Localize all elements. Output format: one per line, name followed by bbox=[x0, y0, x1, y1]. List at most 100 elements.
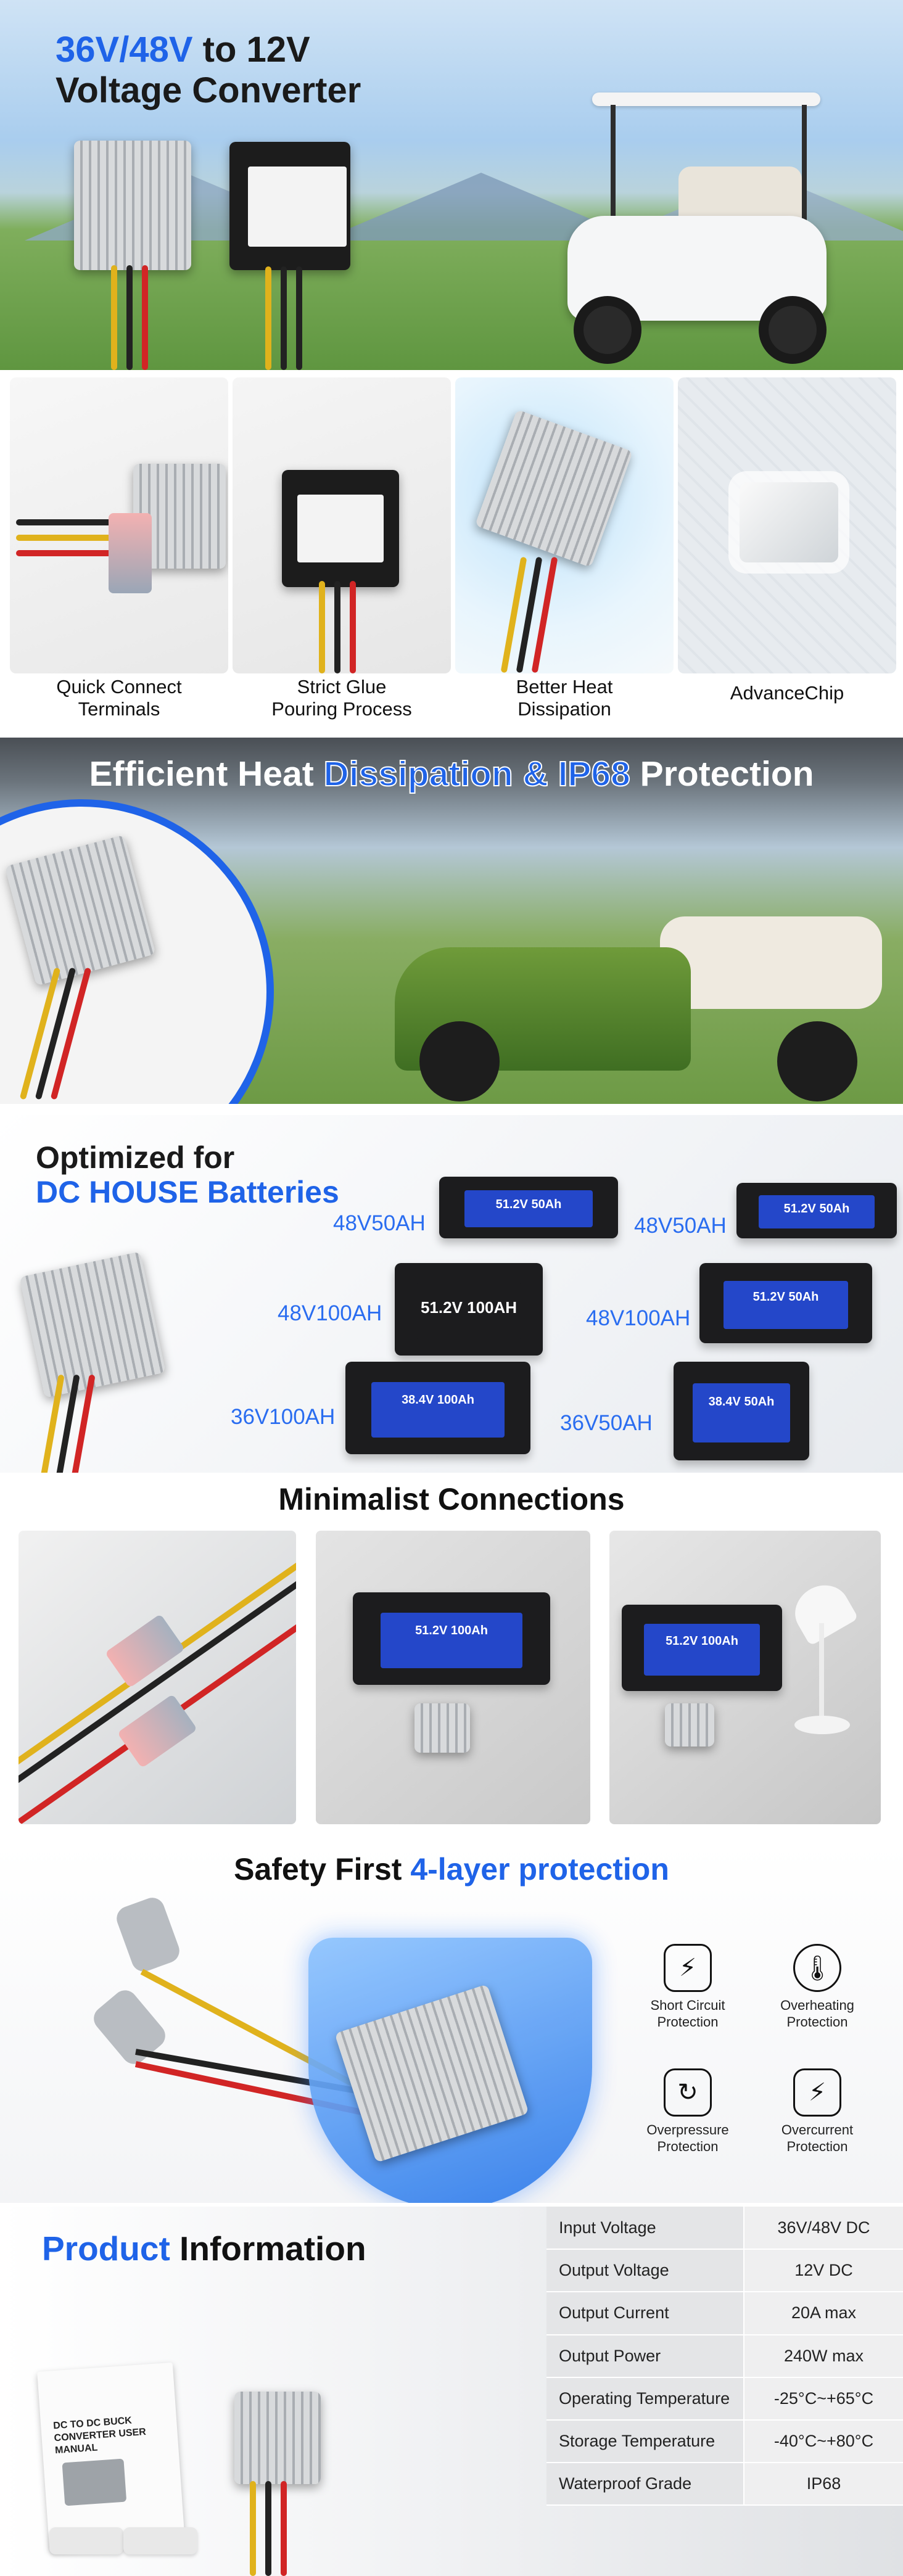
feature-label: Quick Connect Terminals bbox=[56, 676, 182, 720]
product-headline: Product Information bbox=[42, 2229, 366, 2268]
golf-cart-image bbox=[555, 93, 851, 370]
feature-label: Better Heat Dissipation bbox=[516, 676, 613, 720]
battery-image: 51.2V 100Ah bbox=[353, 1592, 550, 1685]
protection-headline: Safety First 4-layer protection bbox=[234, 1852, 669, 1887]
table-row: Output Voltage 12V DC bbox=[546, 2249, 903, 2293]
mounting-bracket-image bbox=[123, 2527, 197, 2554]
connection-panel-battery: 51.2V 100Ah bbox=[316, 1531, 590, 1824]
battery-image: 51.2V 100AH bbox=[395, 1263, 543, 1356]
connector-plug-image bbox=[113, 1894, 183, 1975]
silver-converter-image bbox=[414, 1703, 470, 1753]
yellow-wire bbox=[250, 2481, 256, 2576]
battery-label: 48V50AH bbox=[333, 1211, 426, 1235]
yellow-wire bbox=[111, 265, 117, 370]
protection-overcurrent: ⚡ Overcurrent Protection bbox=[746, 2068, 888, 2155]
short-circuit-icon: ⚡ bbox=[664, 1944, 712, 1992]
hero-title-line2: Voltage Converter bbox=[56, 70, 361, 110]
cart-pole bbox=[611, 105, 616, 228]
heat-dissipation-section: Efficient Heat Dissipation & IP68 Protec… bbox=[0, 738, 903, 1104]
hero-title-rest: to 12V bbox=[192, 30, 310, 70]
overpressure-icon: ↻ bbox=[664, 2068, 712, 2117]
chip-image bbox=[740, 482, 838, 562]
yellow-wire bbox=[319, 581, 325, 673]
battery-label: 48V50AH bbox=[634, 1214, 727, 1238]
black-wire bbox=[334, 581, 340, 673]
battery-image: 38.4V 100Ah bbox=[345, 1362, 530, 1454]
connections-section: Minimalist Connections 51.2V 100Ah 51.2V… bbox=[0, 1475, 903, 1845]
feature-label: Strict Glue Pouring Process bbox=[271, 676, 412, 720]
red-wire bbox=[350, 581, 356, 673]
battery-label: 48V100AH bbox=[586, 1306, 691, 1330]
quick-connector-image bbox=[109, 513, 152, 593]
table-row: Output Current 20A max bbox=[546, 2292, 903, 2335]
overheating-icon: 🌡 bbox=[793, 1944, 841, 1992]
converter-label-plate bbox=[248, 167, 347, 247]
cart-wheel bbox=[419, 1021, 500, 1101]
battery-image: 51.2V 50Ah bbox=[736, 1183, 897, 1238]
heat-headline: Efficient Heat Dissipation & IP68 Protec… bbox=[89, 754, 814, 794]
black-wire bbox=[16, 519, 115, 525]
protection-overheating: 🌡 Overheating Protection bbox=[746, 1944, 888, 2030]
black-wire bbox=[126, 265, 133, 370]
red-wire bbox=[142, 265, 148, 370]
red-wire bbox=[281, 2481, 287, 2576]
hero-banner: 36V/48V to 12V Voltage Converter bbox=[0, 0, 903, 370]
batteries-heading-accent: DC HOUSE Batteries bbox=[36, 1175, 339, 1209]
product-info-section: Product Information DC TO DC BUCK CONVER… bbox=[0, 2207, 903, 2576]
user-manual-image: DC TO DC BUCK CONVERTER USER MANUAL bbox=[37, 2362, 185, 2551]
cart-roof bbox=[592, 93, 820, 106]
silver-converter-image bbox=[665, 1703, 714, 1747]
features-section: Quick Connect Terminals Strict Glue Pour… bbox=[0, 377, 903, 733]
mounting-bracket-image bbox=[49, 2527, 123, 2554]
hero-title-accent: 36V/48V bbox=[56, 30, 193, 70]
protection-short-circuit: ⚡ Short Circuit Protection bbox=[617, 1944, 759, 2030]
cart-seat bbox=[660, 916, 882, 1009]
cart-wheel bbox=[777, 1021, 857, 1101]
quick-connector-image bbox=[104, 1613, 186, 1689]
table-row: Storage Temperature -40°C~+80°C bbox=[546, 2419, 903, 2464]
red-wire bbox=[16, 550, 115, 556]
feature-label: AdvanceChip bbox=[730, 682, 844, 704]
black-wire bbox=[296, 266, 302, 370]
connections-headline: Minimalist Connections bbox=[278, 1482, 625, 1516]
lamp-base bbox=[794, 1716, 850, 1734]
batteries-heading: Optimized for bbox=[36, 1140, 235, 1175]
connection-panel-lamp: 51.2V 100Ah bbox=[609, 1531, 881, 1824]
yellow-wire bbox=[16, 535, 115, 541]
black-converter-image bbox=[282, 470, 399, 587]
battery-image: 51.2V 50Ah bbox=[699, 1263, 872, 1343]
feature-card-chip bbox=[678, 377, 896, 673]
converter-thumbnail bbox=[62, 2458, 127, 2506]
battery-label: 36V50AH bbox=[560, 1411, 653, 1435]
connection-panel-connectors bbox=[19, 1531, 296, 1824]
battery-label: 36V100AH bbox=[231, 1405, 336, 1429]
silver-converter-image bbox=[474, 409, 633, 568]
cart-pole bbox=[802, 105, 807, 228]
black-converter-image bbox=[229, 142, 350, 270]
cart-wheel bbox=[759, 296, 827, 364]
feature-card-terminals bbox=[10, 377, 228, 673]
table-row: Input Voltage 36V/48V DC bbox=[546, 2207, 903, 2250]
overcurrent-icon: ⚡ bbox=[793, 2068, 841, 2117]
table-row: Waterproof Grade IP68 bbox=[546, 2463, 903, 2506]
lamp-arm bbox=[819, 1623, 824, 1722]
green-golf-cart-image bbox=[395, 873, 901, 1101]
batteries-section: Optimized for DC HOUSE Batteries 51.2V 5… bbox=[0, 1115, 903, 1473]
silver-converter-image bbox=[234, 2392, 321, 2484]
spec-table: Input Voltage 36V/48V DC Output Voltage … bbox=[546, 2207, 903, 2506]
protection-section: Safety First 4-layer protection ⚡ Short … bbox=[0, 1845, 903, 2203]
yellow-wire bbox=[265, 266, 271, 370]
table-row: Output Power 240W max bbox=[546, 2334, 903, 2378]
table-row: Operating Temperature -25°C~+65°C bbox=[546, 2377, 903, 2421]
battery-image: 51.2V 50Ah bbox=[439, 1177, 618, 1238]
battery-image: 51.2V 100Ah bbox=[622, 1605, 782, 1691]
feature-card-heat bbox=[455, 377, 674, 673]
protection-overpressure: ↻ Overpressure Protection bbox=[617, 2068, 759, 2155]
silver-converter-image bbox=[74, 141, 191, 270]
battery-image: 38.4V 50Ah bbox=[674, 1362, 809, 1460]
cart-wheel bbox=[574, 296, 641, 364]
converter-label-plate bbox=[297, 495, 384, 562]
hero-title: 36V/48V to 12V Voltage Converter bbox=[56, 30, 361, 111]
black-wire bbox=[265, 2481, 271, 2576]
battery-label: 48V100AH bbox=[278, 1301, 382, 1325]
